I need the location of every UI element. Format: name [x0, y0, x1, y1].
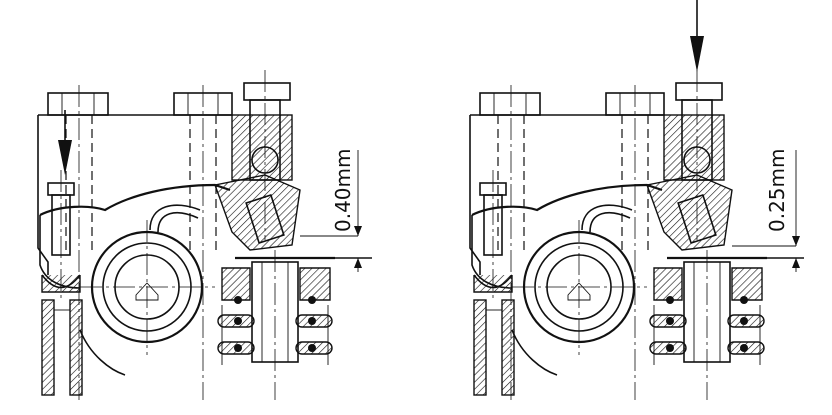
right-arrow-head [690, 36, 704, 72]
right-dim-arrow-bottom [792, 258, 800, 268]
left-arrow-head [58, 140, 72, 175]
left-clearance-label: 0.40mm [331, 149, 355, 233]
right-panel-assembly: 0.25mm [468, 0, 804, 402]
left-dim-arrow-top [354, 226, 362, 236]
left-panel-assembly: 0.40mm [36, 68, 372, 402]
right-dim-arrow-top [792, 236, 800, 246]
right-clearance-label: 0.25mm [765, 149, 789, 233]
left-dim-arrow-bottom [354, 258, 362, 268]
